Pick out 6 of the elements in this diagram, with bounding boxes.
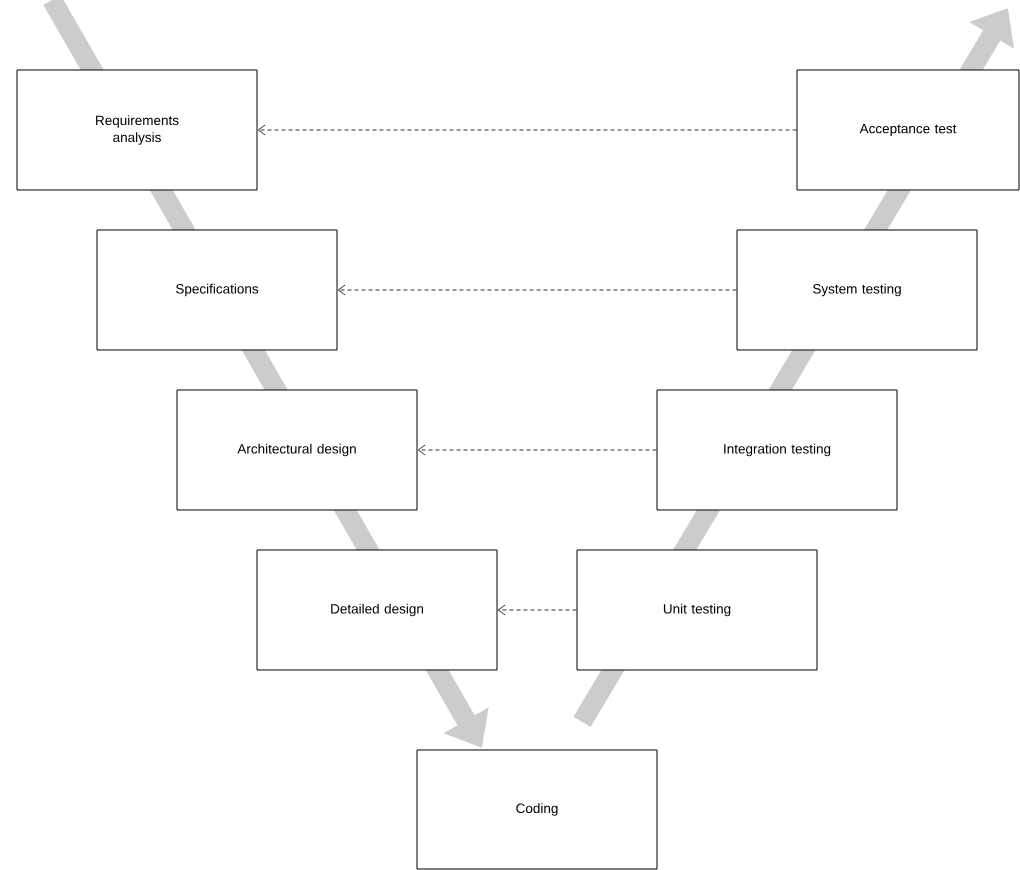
process-box: Acceptance test	[796, 69, 1020, 191]
process-box: Unit testing	[576, 549, 818, 671]
process-box: System testing	[736, 229, 978, 351]
process-box: Coding	[416, 749, 658, 870]
arrow	[497, 604, 577, 616]
process-box: Integration testing	[656, 389, 898, 511]
